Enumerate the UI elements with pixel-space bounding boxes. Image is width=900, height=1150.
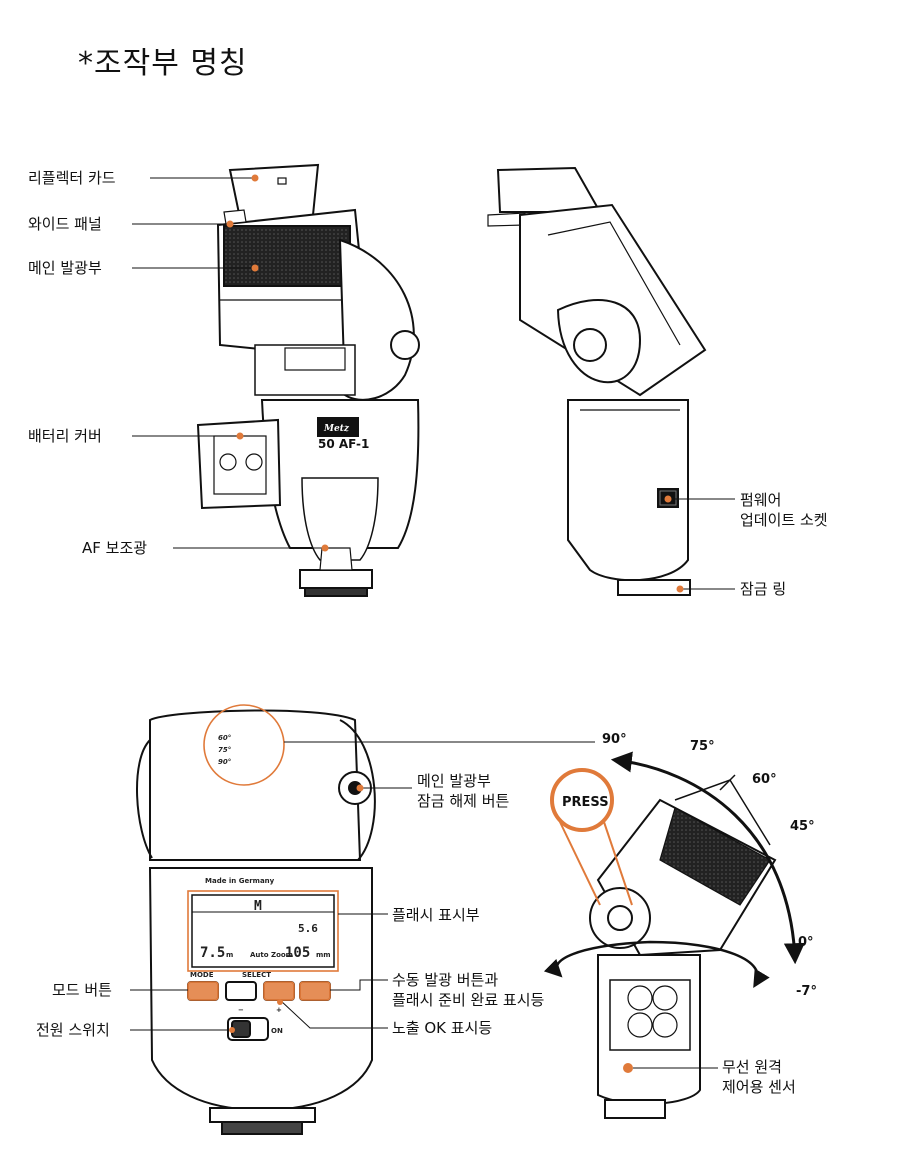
tilt-scale-60: 60°: [218, 734, 231, 742]
lcd-distance: 7.5: [200, 945, 225, 961]
label-flash-display: 플래시 표시부: [392, 906, 480, 924]
flash-back-view: [136, 709, 376, 1135]
label-power-switch: 전원 스위치: [36, 1021, 110, 1039]
label-firmware-2: 업데이트 소켓: [740, 511, 828, 529]
lcd-zoom: 105: [285, 945, 310, 961]
label-main-reflector: 메인 발광부: [28, 259, 102, 277]
label-wireless-2: 제어용 센서: [722, 1078, 796, 1096]
wireless-sensor-marker: [623, 1063, 633, 1073]
flash-front-view: Metz 50 AF-1: [196, 163, 420, 597]
label-firmware-1: 펌웨어: [740, 491, 782, 509]
tilt-arc-arrow: [610, 751, 805, 965]
angle-minus-7: -7°: [796, 984, 817, 999]
press-label: PRESS: [562, 795, 609, 810]
lcd-distance-unit: m: [226, 951, 233, 959]
side-leaders: [668, 498, 735, 590]
label-wireless-1: 무선 원격: [722, 1058, 782, 1076]
label-release-1: 메인 발광부: [417, 772, 491, 790]
back-leaders: [130, 741, 595, 1031]
angle-75: 75°: [690, 739, 715, 754]
label-exposure-ok: 노출 OK 표시등: [392, 1019, 493, 1037]
label-lock-ring: 잠금 링: [740, 580, 787, 598]
brand-logo: Metz: [323, 424, 350, 434]
angle-45: 45°: [790, 819, 815, 834]
angle-90: 90°: [602, 732, 627, 747]
label-manual-2: 플래시 준비 완료 표시등: [392, 991, 545, 1009]
swivel-arrow: [543, 940, 770, 989]
label-manual-1: 수동 발광 버튼과: [392, 971, 499, 989]
back-markers: [229, 784, 364, 1033]
lcd-aperture: 5.6: [298, 922, 318, 935]
label-release-2: 잠금 해제 버튼: [417, 792, 510, 810]
angle-60: 60°: [752, 772, 777, 787]
label-mode-button: 모드 버튼: [52, 981, 112, 999]
label-battery-cover: 배터리 커버: [28, 427, 102, 445]
label-reflector-card: 리플렉터 카드: [28, 169, 116, 187]
lcd-mode: M: [254, 899, 262, 914]
model-name: 50 AF-1: [318, 437, 369, 451]
tilt-scale-90: 90°: [218, 758, 231, 766]
select-label: SELECT: [242, 971, 271, 979]
flash-side-view: [487, 166, 707, 596]
mode-button-label: MODE: [190, 971, 214, 979]
lcd-zoom-label: Auto Zoom: [250, 951, 293, 959]
lcd-zoom-unit: mm: [316, 951, 331, 959]
front-leaders: [132, 177, 325, 549]
front-markers: [226, 174, 329, 552]
angle-0: 0°: [798, 935, 814, 950]
flash-tilt-view: [589, 779, 777, 1119]
made-in-text: Made in Germany: [205, 877, 275, 885]
page-title: *조작부 명칭: [78, 46, 248, 81]
back-highlights: [187, 704, 339, 1001]
side-markers: [664, 495, 684, 593]
label-af-assist: AF 보조광: [82, 539, 148, 557]
plus-label: +: [276, 1006, 282, 1014]
on-label: ON: [271, 1027, 283, 1035]
label-wide-panel: 와이드 패널: [28, 215, 102, 233]
minus-label: −: [238, 1006, 244, 1014]
tilt-scale-75: 75°: [218, 746, 231, 754]
